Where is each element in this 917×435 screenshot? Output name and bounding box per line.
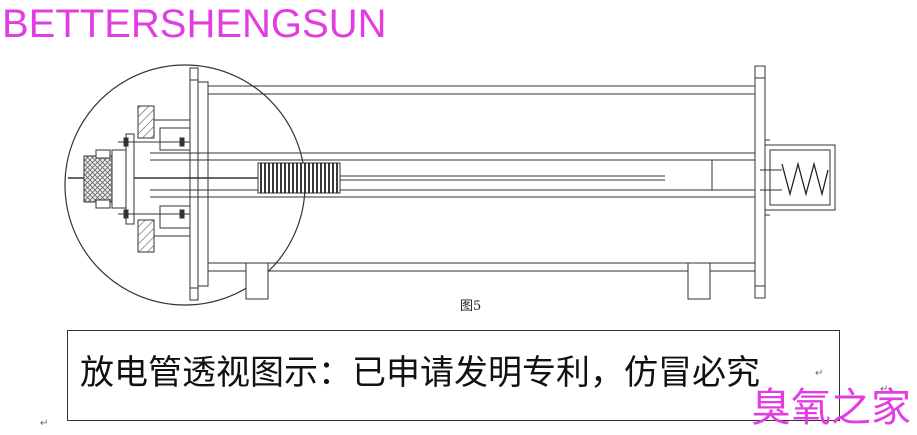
paragraph-mark: ↵	[40, 418, 49, 429]
gas-outlet-left	[240, 262, 274, 300]
left-flange	[189, 67, 199, 301]
left-end-assembly	[83, 105, 191, 253]
spring	[781, 161, 829, 197]
right-flange	[754, 65, 766, 299]
gas-inlet-right	[682, 262, 716, 300]
brand-name: BETTERSHENGSUN	[2, 2, 387, 46]
caption-text: 放电管透视图示：已申请发明专利，仿冒必究	[80, 353, 760, 393]
paragraph-mark: ↵	[815, 368, 824, 379]
right-end-housing	[760, 144, 836, 211]
paragraph-mark: ↵	[880, 384, 889, 395]
watermark: 臭氧之家	[751, 385, 911, 431]
caption-box	[67, 330, 840, 421]
electrode-fins	[257, 162, 341, 194]
figure-label: 图5	[460, 299, 482, 314]
